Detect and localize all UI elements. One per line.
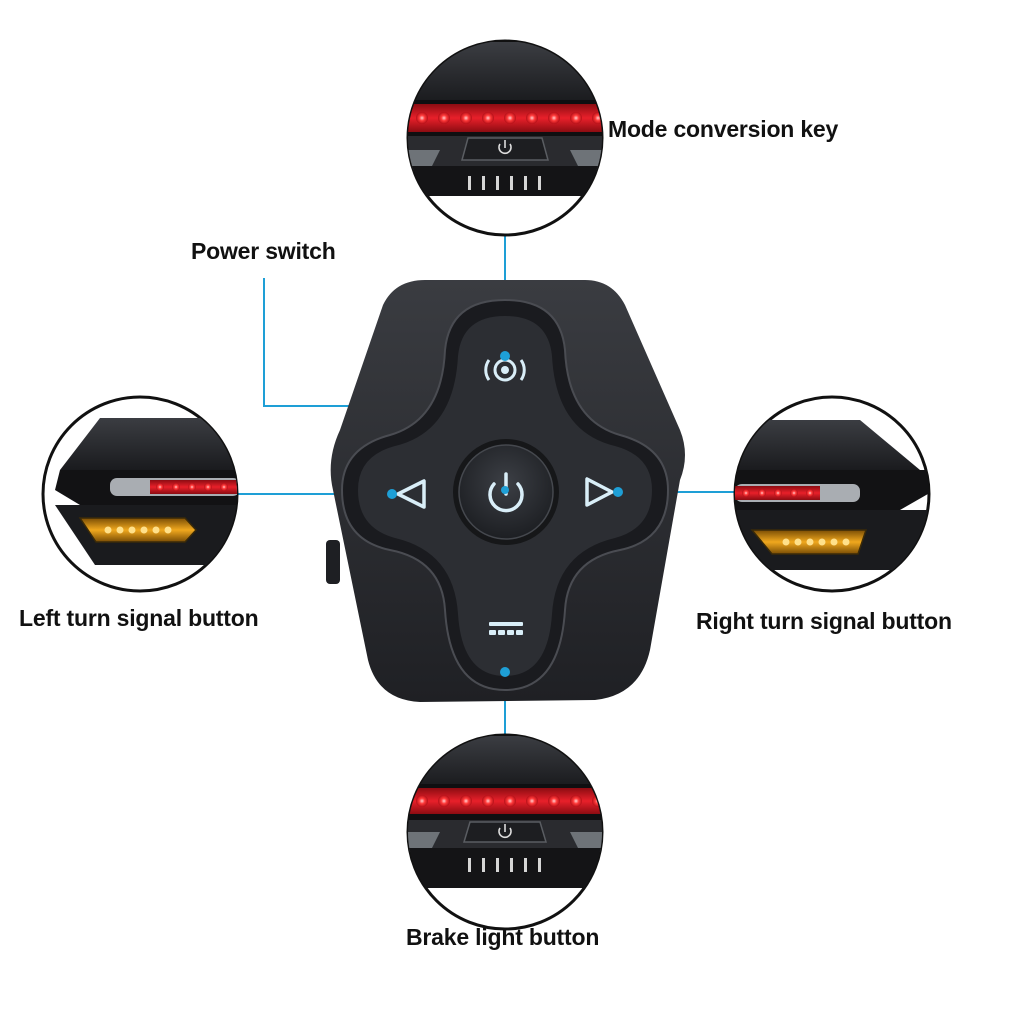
mode-ring-icon-dot bbox=[501, 366, 509, 374]
right-signal-callout-dot bbox=[613, 487, 623, 497]
right-turn-signal-label: Right turn signal button bbox=[696, 608, 952, 634]
led-row bbox=[416, 795, 602, 807]
triangle-left-icon bbox=[396, 479, 426, 509]
left-signal-lamp-closeup bbox=[41, 395, 239, 593]
brake-light-label: Brake light button bbox=[406, 924, 600, 950]
brake-light-pad-button[interactable] bbox=[489, 622, 523, 677]
power-switch-label: Power switch bbox=[191, 238, 336, 264]
power-icon bbox=[498, 824, 512, 839]
brake-light-lamp-closeup bbox=[406, 733, 604, 931]
left-signal-callout-dot bbox=[387, 489, 397, 499]
mode-ring-icon-arc-right bbox=[519, 359, 526, 381]
power-switch-callout-dot bbox=[501, 486, 509, 494]
led-row bbox=[416, 112, 602, 124]
right-turn-signal-pad-button[interactable] bbox=[585, 477, 623, 507]
mode-conversion-key-button[interactable] bbox=[484, 351, 526, 382]
side-clip bbox=[326, 540, 340, 584]
right-signal-lamp-closeup bbox=[733, 395, 931, 593]
mode-conversion-key-label: Mode conversion key bbox=[608, 116, 839, 142]
power-icon bbox=[498, 140, 512, 155]
mode-ring-icon-arc-left bbox=[484, 359, 491, 381]
mode-key-callout-dot bbox=[500, 351, 510, 361]
triangle-right-icon bbox=[585, 477, 614, 507]
brake-callout-dot bbox=[500, 667, 510, 677]
brake-bars-icon bbox=[489, 622, 523, 635]
mode-key-lamp-closeup bbox=[406, 39, 604, 237]
remote-controller bbox=[326, 280, 685, 702]
left-turn-signal-label: Left turn signal button bbox=[19, 605, 259, 631]
power-switch-button[interactable] bbox=[453, 439, 559, 545]
left-turn-signal-pad-button[interactable] bbox=[387, 479, 426, 509]
